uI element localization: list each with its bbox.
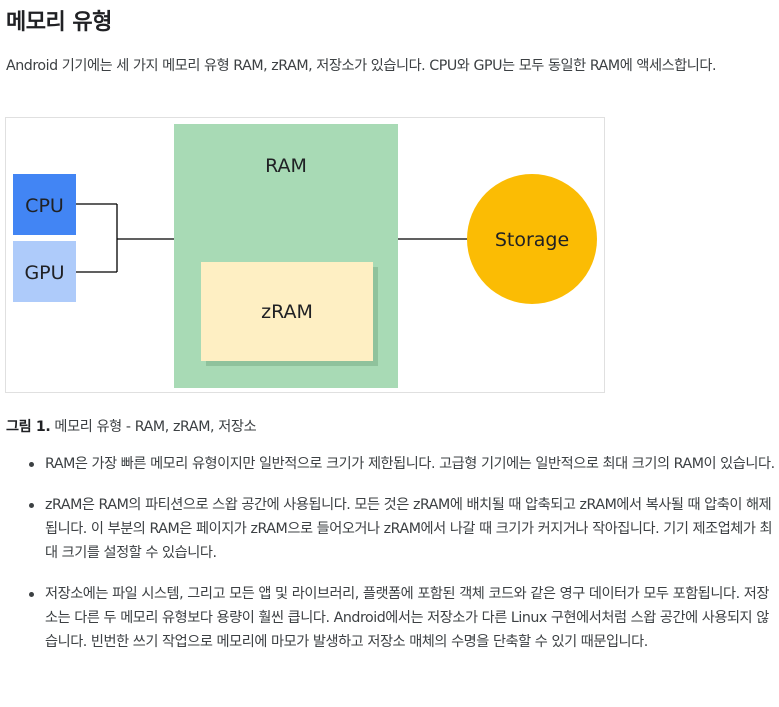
storage-circle [467,174,597,304]
caption-text: 메모리 유형 - RAM, zRAM, 저장소 [50,419,257,435]
ram-label: RAM [265,155,307,177]
figure-caption: 그림 1. 메모리 유형 - RAM, zRAM, 저장소 [6,416,257,438]
caption-label: 그림 1. [6,419,51,435]
list-item-storage: 저장소에는 파일 시스템, 그리고 모든 앱 및 라이브러리, 플랫폼에 포함된… [0,582,779,654]
zram-block [201,262,373,361]
cpu-label: CPU [25,195,64,217]
list-item-zram: zRAM은 RAM의 파티션으로 스왑 공간에 사용됩니다. 모든 것은 zRA… [0,493,779,565]
zram-label: zRAM [261,301,313,323]
gpu-block [13,241,76,302]
intro-paragraph: Android 기기에는 세 가지 메모리 유형 RAM, zRAM, 저장소가… [6,58,717,74]
storage-label: Storage [495,229,569,251]
memory-types-figure: CPU GPU RAM zRAM Storage [5,117,605,393]
connector-lines [76,203,468,273]
memory-bullet-list: RAM은 가장 빠른 메모리 유형이지만 일반적으로 크기가 제한됩니다. 고급… [0,452,779,671]
gpu-label: GPU [24,262,64,284]
page-title: 메모리 유형 [6,10,112,35]
cpu-block [13,174,76,235]
memory-diagram: CPU GPU RAM zRAM Storage [13,124,597,388]
list-item-ram: RAM은 가장 빠른 메모리 유형이지만 일반적으로 크기가 제한됩니다. 고급… [0,452,779,476]
